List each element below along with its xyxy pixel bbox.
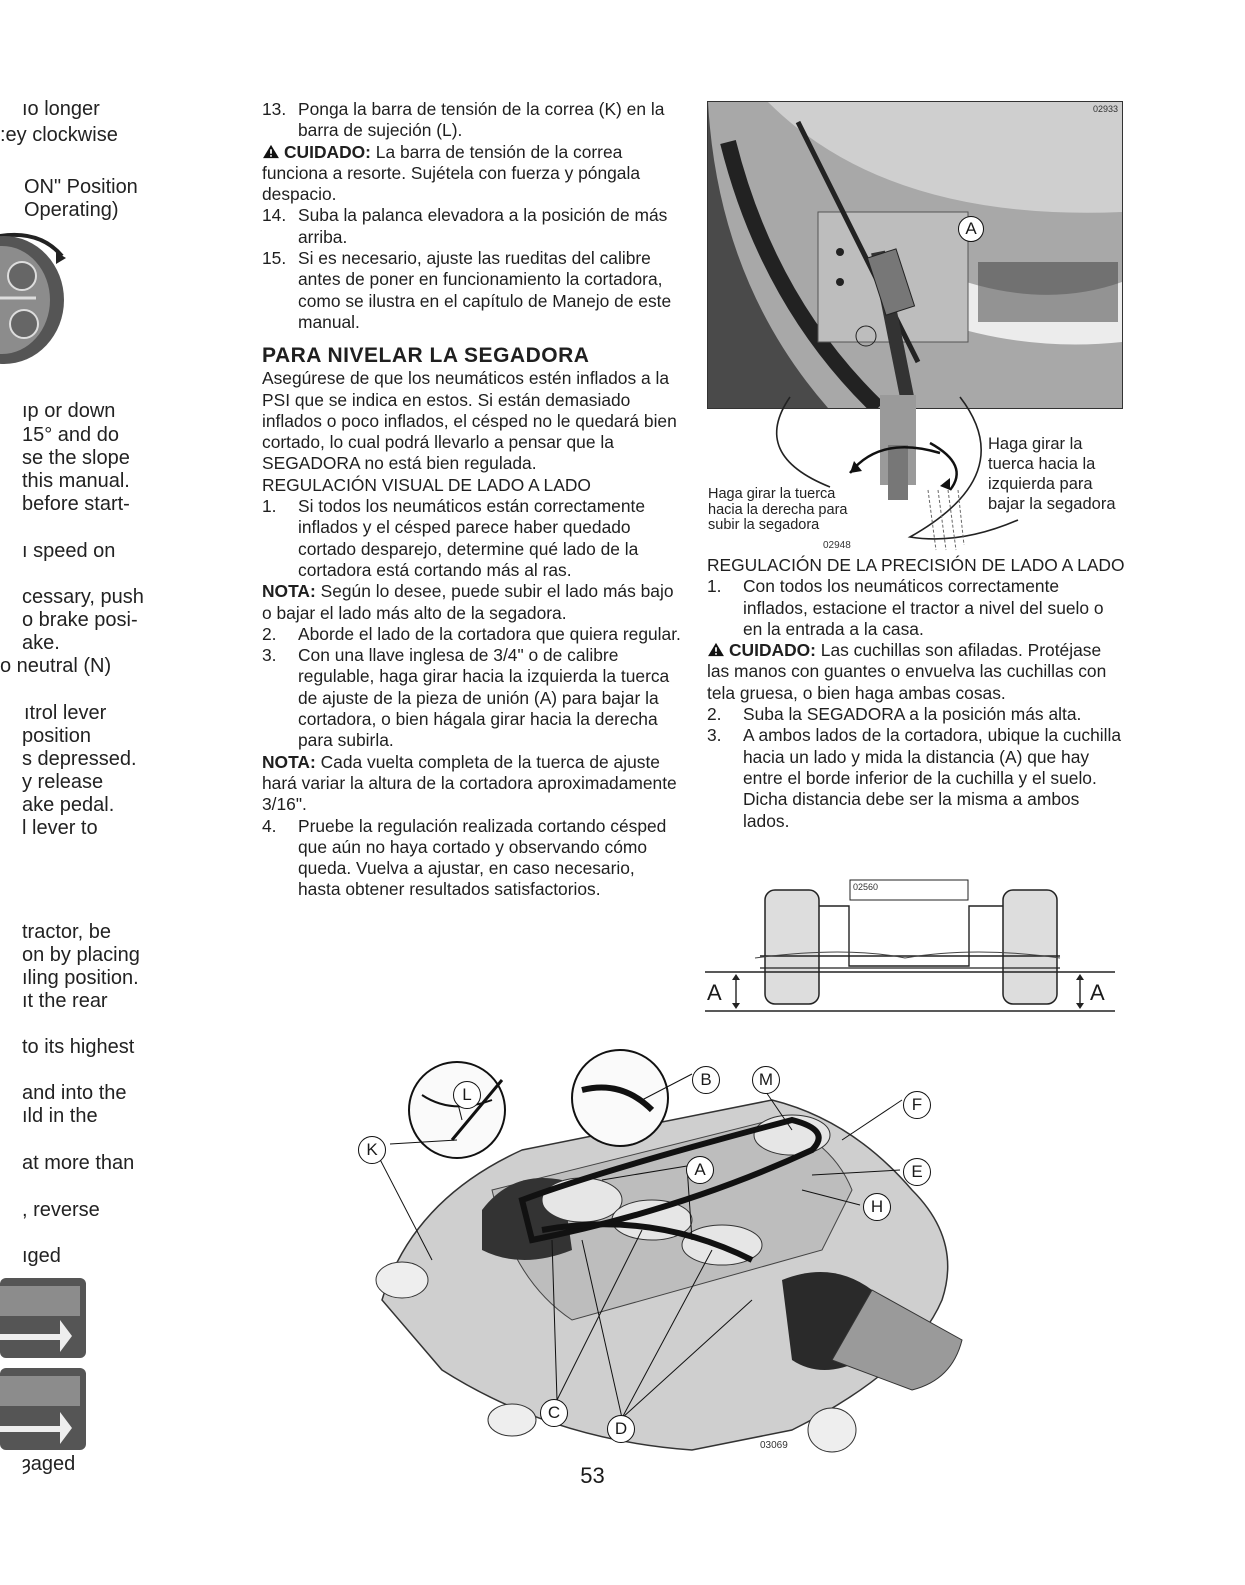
adjacent-text-line: :ey clockwise bbox=[0, 124, 118, 146]
adjacent-text-line: se the slope bbox=[22, 447, 130, 469]
nut-rotation-diagram bbox=[775, 395, 1019, 551]
adjacent-text-line: s depressed. bbox=[22, 748, 137, 770]
adjacent-text-line: ON" Position bbox=[24, 176, 138, 198]
caption-raise: Haga girar la tuerca hacia la derecha pa… bbox=[708, 486, 848, 533]
adjacent-text-line: at more than bbox=[22, 1152, 135, 1174]
adjacent-text-line: to its highest bbox=[22, 1036, 135, 1058]
deck-callout-m: M bbox=[752, 1066, 780, 1094]
deck-callout-a: A bbox=[686, 1156, 714, 1184]
deck-callout-k: K bbox=[358, 1136, 386, 1164]
adjacent-text-line: 15° and do bbox=[22, 424, 119, 446]
adjacent-text-line: this manual. bbox=[22, 470, 130, 492]
warning-icon bbox=[708, 643, 724, 657]
caution-blades: CUIDADO: Las cuchillas son afiladas. Pro… bbox=[707, 640, 1107, 703]
caption-lower: Haga girar la tuerca hacia la izquierda … bbox=[988, 435, 1116, 513]
precision-step-1: 1. Con todos los neumáticos correctament… bbox=[707, 576, 1104, 639]
adjacent-text-line: ake. bbox=[22, 632, 60, 654]
lift-link-photo-art bbox=[708, 102, 1122, 408]
visual-step-1: 1. Si todos los neumáticos están correct… bbox=[262, 496, 646, 580]
adjacent-text-line: o neutral (N) bbox=[0, 655, 112, 677]
caution-belt: CUIDADO: La barra de tensión de la corre… bbox=[262, 141, 641, 205]
adjacent-text-line: ıo longer bbox=[22, 98, 100, 120]
adjacent-text-line: y release bbox=[22, 771, 104, 793]
adjacent-text-line: ıged bbox=[22, 1245, 61, 1267]
visual-step-4: 4. Pruebe la regulación realizada cortan… bbox=[262, 815, 667, 900]
adjacent-text-line: position bbox=[22, 725, 91, 747]
deck-callout-c: C bbox=[540, 1399, 568, 1427]
intro-paragraph: Asegúrese de que los neumáticos estén in… bbox=[262, 368, 677, 474]
adjacent-text-line: before start- bbox=[22, 493, 130, 515]
ignition-key-icon bbox=[0, 232, 66, 364]
callout-a: A bbox=[958, 216, 984, 242]
middle-column: 13. Ponga la barra de tensión de la corr… bbox=[262, 99, 682, 901]
adjacent-text-line: Operating) bbox=[24, 199, 119, 221]
visual-step-3: 3. Con una llave inglesa de 3/4" o de ca… bbox=[262, 645, 670, 751]
adjacent-text-line: on by placing bbox=[22, 944, 140, 966]
right-column: REGULACIÓN DE LA PRECISIÓN DE LADO A LAD… bbox=[707, 555, 1125, 832]
adjacent-text-line: l lever to bbox=[22, 817, 98, 839]
blade-height-diagram bbox=[705, 879, 1115, 1012]
pto-engage-icon bbox=[0, 1278, 86, 1450]
adjacent-text-line: and into the bbox=[22, 1082, 127, 1104]
deck-callout-e: E bbox=[903, 1158, 931, 1186]
page-number: 53 bbox=[580, 1463, 605, 1488]
section-title: PARA NIVELAR LA SEGADORA bbox=[262, 344, 590, 368]
deck-callout-f: F bbox=[903, 1091, 931, 1119]
deck-callout-b: B bbox=[692, 1066, 720, 1094]
visual-adjust-heading: REGULACIÓN VISUAL DE LADO A LADO bbox=[262, 474, 591, 495]
precision-heading: REGULACIÓN DE LA PRECISIÓN DE LADO A LAD… bbox=[707, 555, 1125, 575]
adjacent-text-line: ake pedal. bbox=[22, 794, 115, 816]
step-13: 13. Ponga la barra de tensión de la corr… bbox=[262, 99, 665, 141]
adjacent-text-line: cessary, push bbox=[22, 586, 144, 608]
note-1: NOTA: Según lo desee, puede subir el lad… bbox=[262, 581, 674, 623]
deck-callout-h: H bbox=[863, 1193, 891, 1221]
adjacent-text-line: tractor, be bbox=[22, 921, 111, 943]
precision-step-2: 2. Suba la SEGADORA a la posición más al… bbox=[707, 704, 1082, 725]
adjacent-text-line: ıp or down bbox=[22, 400, 116, 422]
note-2: NOTA: Cada vuelta completa de la tuerca … bbox=[262, 751, 677, 815]
visual-step-2: 2. Aborde el lado de la cortadora que qu… bbox=[262, 623, 681, 644]
adjacent-text-line: ıt the rear bbox=[22, 990, 108, 1012]
adjacent-text-line: ȝaged bbox=[22, 1453, 76, 1475]
precision-step-3: 3. A ambos lados de la cortadora, ubique… bbox=[707, 725, 1121, 831]
adjacent-text-line: , reverse bbox=[22, 1199, 100, 1221]
adjacent-text-line: ıld in the bbox=[22, 1105, 98, 1127]
warning-icon bbox=[263, 144, 279, 158]
dimension-a-left: A bbox=[707, 980, 722, 1005]
adjacent-text-line: ıtrol lever bbox=[24, 702, 107, 724]
step-15: 15. Si es necesario, ajuste las rueditas… bbox=[262, 248, 672, 332]
mower-deck-diagram bbox=[369, 1049, 963, 1453]
adjacent-text-line: ı speed on bbox=[22, 540, 116, 562]
adjacent-text-line: o brake posi- bbox=[22, 609, 138, 631]
step-14: 14. Suba la palanca elevadora a la posic… bbox=[262, 205, 668, 247]
deck-callout-d: D bbox=[607, 1415, 635, 1443]
lift-link-photo: 02933 A bbox=[707, 101, 1123, 409]
deck-callout-l: L bbox=[453, 1081, 481, 1109]
dimension-a-right: A bbox=[1090, 980, 1105, 1005]
adjacent-text-line: ıling position. bbox=[22, 967, 139, 989]
